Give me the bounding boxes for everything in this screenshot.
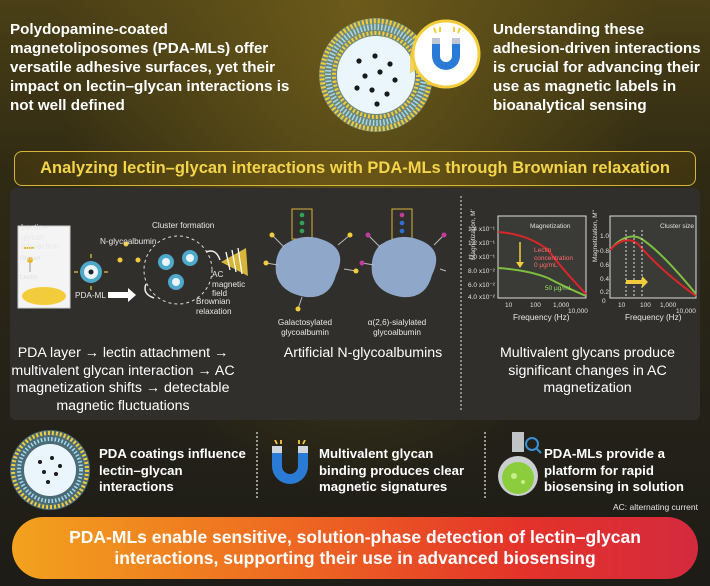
chart2-xtick: 1,000 — [660, 302, 677, 309]
chart2-ytick: 0.2 — [600, 289, 610, 296]
footnote: AC: alternating current — [612, 502, 698, 512]
magnet-icon — [410, 19, 481, 89]
chart1-xtick: 10 — [505, 302, 513, 309]
results-caption: Multivalent glycans produce significant … — [499, 345, 676, 396]
chart1-xtick: 10,000 — [568, 308, 588, 315]
chart1-note: Magnetization — [530, 223, 571, 230]
motivation-text: Understanding these adhesion-driven inte… — [493, 21, 701, 114]
bottom-divider — [484, 432, 486, 498]
glycoalbumin-illustrations — [263, 208, 447, 312]
chart1-ytick: 8.0 x10⁻² — [468, 268, 495, 275]
lectin-glycan-label: Lectin–glycan interaction — [21, 223, 59, 251]
intro-text: Polydopamine-coated magnetoliposomes (PD… — [10, 21, 290, 114]
chart2-note: Cluster size — [660, 223, 694, 230]
chart1-ytick: 4.0 x10⁻² — [468, 294, 495, 301]
lectin-label: Lectin — [20, 274, 38, 281]
chart2-ytick: 0 — [602, 298, 606, 305]
chart1-green-note: 50 μg/mL — [545, 285, 573, 292]
chart2-red-curve — [609, 239, 697, 297]
cluster-formation-label: Cluster formation — [152, 221, 215, 230]
liposome-icon — [10, 430, 90, 510]
chart1-red-curve — [497, 231, 587, 295]
n-glycoalbumin-label: N-glycoalbumin — [100, 237, 157, 246]
chart2-xlabel: Frequency (Hz) — [625, 313, 682, 322]
chart1-ytick: 1.4 x10⁻¹ — [468, 226, 495, 233]
conclusion-text: PDA-MLs enable sensitive, solution-phase… — [69, 527, 641, 568]
chart1-xtick: 1,000 — [553, 302, 570, 309]
pda-coatings-text: PDA coatings influence lectin–glycan int… — [99, 446, 246, 494]
chart-magnetization-real — [497, 215, 587, 299]
pda-ml-label: PDA-ML — [75, 291, 106, 300]
glycoalbumin-caption: Artificial N-glycoalbumins — [283, 345, 443, 361]
chart2-ylabel: Magnetization, M'' — [592, 210, 599, 262]
chart2-ytick: 0.6 — [600, 262, 610, 269]
conclusion-banner: PDA-MLs enable sensitive, solution-phase… — [12, 517, 698, 579]
chart1-red-note: Lectin concentration 0 μg/mL — [534, 247, 574, 269]
chart2-green-curve — [609, 235, 697, 295]
mechanism-caption: PDA layer → lectin attachment → multival… — [11, 345, 235, 414]
chart1-green-curve — [497, 267, 587, 297]
glycan-label: Glycan — [20, 255, 41, 262]
panel-divider — [460, 196, 462, 410]
chart2-ytick: 1.0 — [600, 233, 610, 240]
chart2-ytick: 0.4 — [600, 276, 610, 283]
flask-icon — [498, 432, 542, 496]
multivalent-binding-text: Multivalent glycan binding produces clea… — [319, 446, 465, 494]
biosensing-platform-text: PDA-MLs provide a platform for rapid bio… — [544, 446, 684, 494]
chart2-xtick: 100 — [640, 302, 651, 309]
cluster-formation-schematic — [17, 225, 248, 309]
section-banner: Analyzing lectin–glycan interactions wit… — [14, 151, 696, 186]
chart1-ytick: 6.0 x10⁻² — [468, 282, 495, 289]
sialylated-label: α(2,6)-sialylated glycoalbumin — [367, 318, 427, 337]
galactosylated-label: Galactosylated glycoalbumin — [277, 318, 333, 337]
banner-title: Analyzing lectin–glycan interactions wit… — [40, 159, 670, 177]
ac-field-label: AC magnetic field — [212, 270, 246, 298]
chart2-ytick: 0.8 — [600, 248, 610, 255]
magnet-icon — [272, 440, 308, 484]
chart2-xtick: 10,000 — [676, 308, 696, 315]
chart2-xtick: 10 — [618, 302, 626, 309]
chart1-xtick: 100 — [530, 302, 541, 309]
brownian-relaxation-label: Brownian relaxation — [196, 297, 232, 316]
chart1-ytick: 1.2 x10⁻¹ — [468, 240, 495, 247]
chart1-ylabel: Magnetization, M' — [470, 209, 477, 260]
chart1-xlabel: Frequency (Hz) — [513, 313, 570, 322]
bottom-divider — [256, 432, 258, 498]
chart-magnetization-imag — [609, 215, 697, 299]
chart1-ytick: 1.0 x10⁻¹ — [468, 254, 495, 261]
